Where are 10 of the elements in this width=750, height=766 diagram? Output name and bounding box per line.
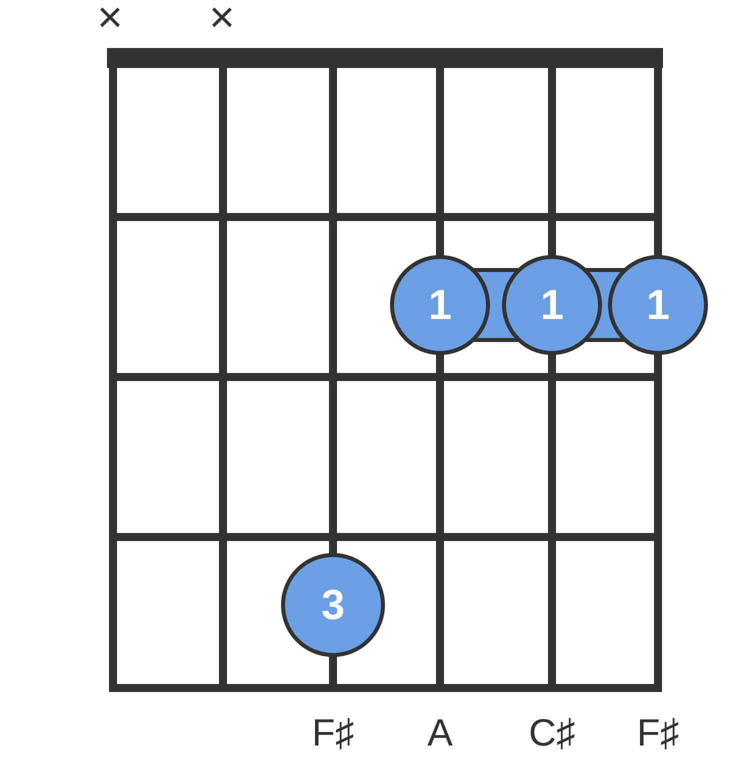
finger-dot: 1 xyxy=(608,255,708,355)
note-name: F♯ xyxy=(312,712,354,756)
finger-dot: 1 xyxy=(390,255,490,355)
finger-dot: 1 xyxy=(502,255,602,355)
note-name: C♯ xyxy=(528,712,576,756)
mute-mark: × xyxy=(97,0,123,43)
note-name: F♯ xyxy=(636,712,680,756)
note-name: A xyxy=(427,712,453,756)
finger-dot: 3 xyxy=(281,553,385,657)
mute-mark: × xyxy=(209,0,235,43)
